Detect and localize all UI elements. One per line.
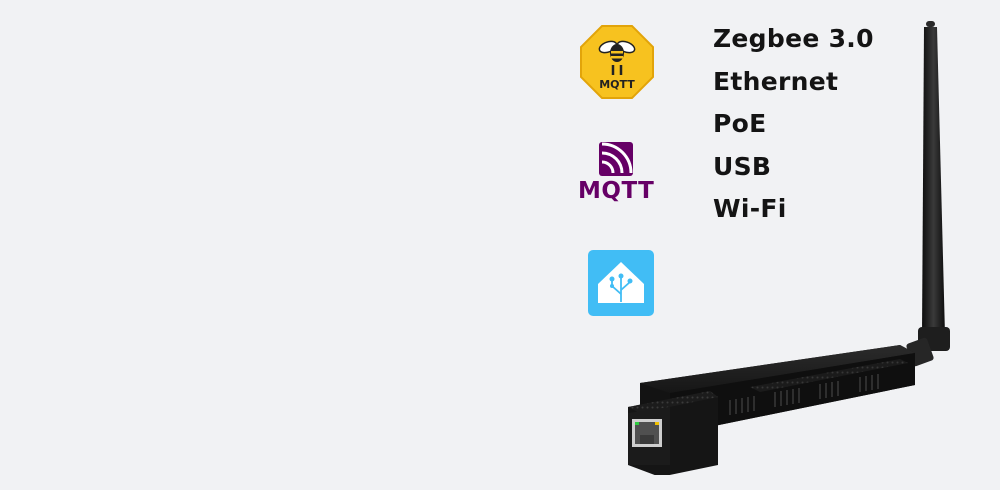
zigbee-gateway-device xyxy=(600,15,960,477)
z2m-logo-text: MQTT xyxy=(599,78,635,91)
feature-poe: PoE xyxy=(713,109,767,138)
home-assistant-logo xyxy=(588,250,654,316)
feature-list: Zegbee 3.0 Ethernet PoE USB Wi-Fi xyxy=(713,22,874,235)
feature-zigbee: Zegbee 3.0 xyxy=(713,24,874,53)
mqtt-logo-text: MQTT xyxy=(578,178,655,204)
home-assistant-icon xyxy=(588,250,654,316)
feature-usb: USB xyxy=(713,151,772,181)
antenna xyxy=(906,21,950,367)
device-body xyxy=(628,345,915,477)
device-illustration xyxy=(628,21,950,477)
ethernet-port-icon xyxy=(632,419,662,447)
zigbee2mqtt-bee-icon: MQTT xyxy=(580,25,654,99)
mqtt-icon xyxy=(599,142,633,176)
feature-wifi: Wi-Fi xyxy=(713,194,787,223)
zigbee2mqtt-logo: MQTT xyxy=(580,25,654,99)
feature-ethernet: Ethernet xyxy=(713,66,839,96)
mqtt-logo: MQTT xyxy=(578,140,654,206)
